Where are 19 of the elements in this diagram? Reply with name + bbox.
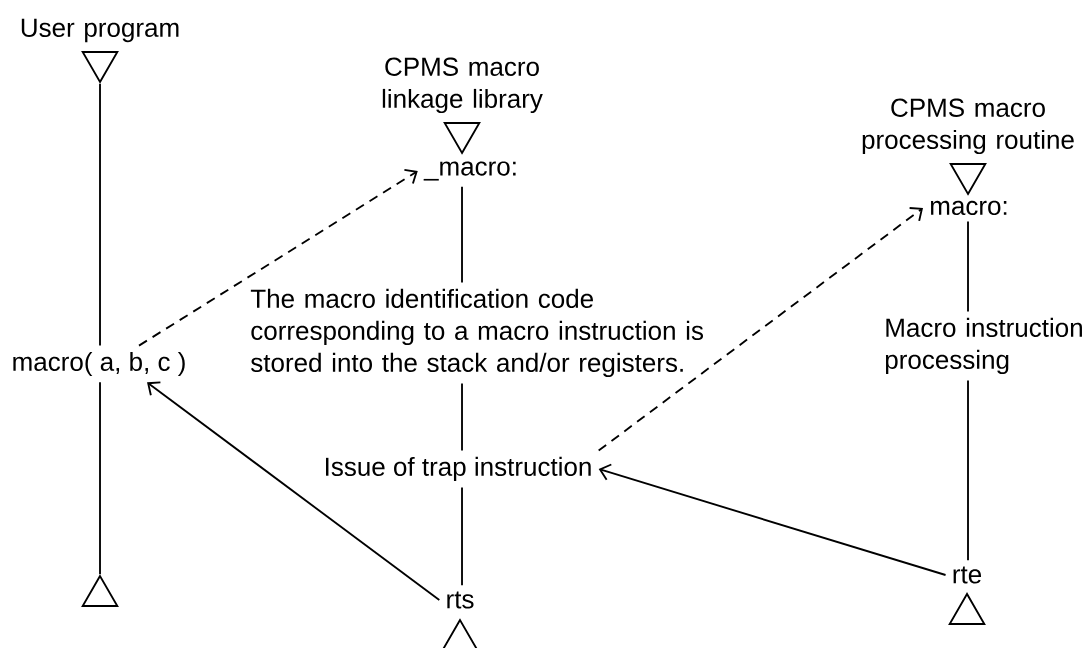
arrow — [147, 381, 441, 601]
connector-line — [461, 382, 463, 452]
connector-line — [461, 185, 463, 284]
connector-line — [99, 381, 101, 576]
note-text: The macro identification code corresponding to a macro instruction is stored into the stack and/or registers. — [250, 288, 703, 378]
connector-line — [99, 82, 101, 347]
connector-line — [967, 220, 969, 313]
step-label: rts — [447, 591, 474, 609]
step-label: Issue of trap instruction — [326, 456, 591, 482]
step-label: macro( a, b, c ) — [13, 351, 185, 377]
step-label: macro: — [931, 200, 1007, 216]
arrow — [597, 207, 923, 452]
step-label: rte — [953, 566, 981, 584]
note-text: Macro instruction processing — [885, 317, 1082, 375]
connector-line — [461, 486, 463, 587]
arrow — [598, 463, 947, 576]
arrow — [138, 169, 418, 347]
connector-line — [967, 379, 969, 562]
step-label: _macro: — [423, 161, 516, 181]
